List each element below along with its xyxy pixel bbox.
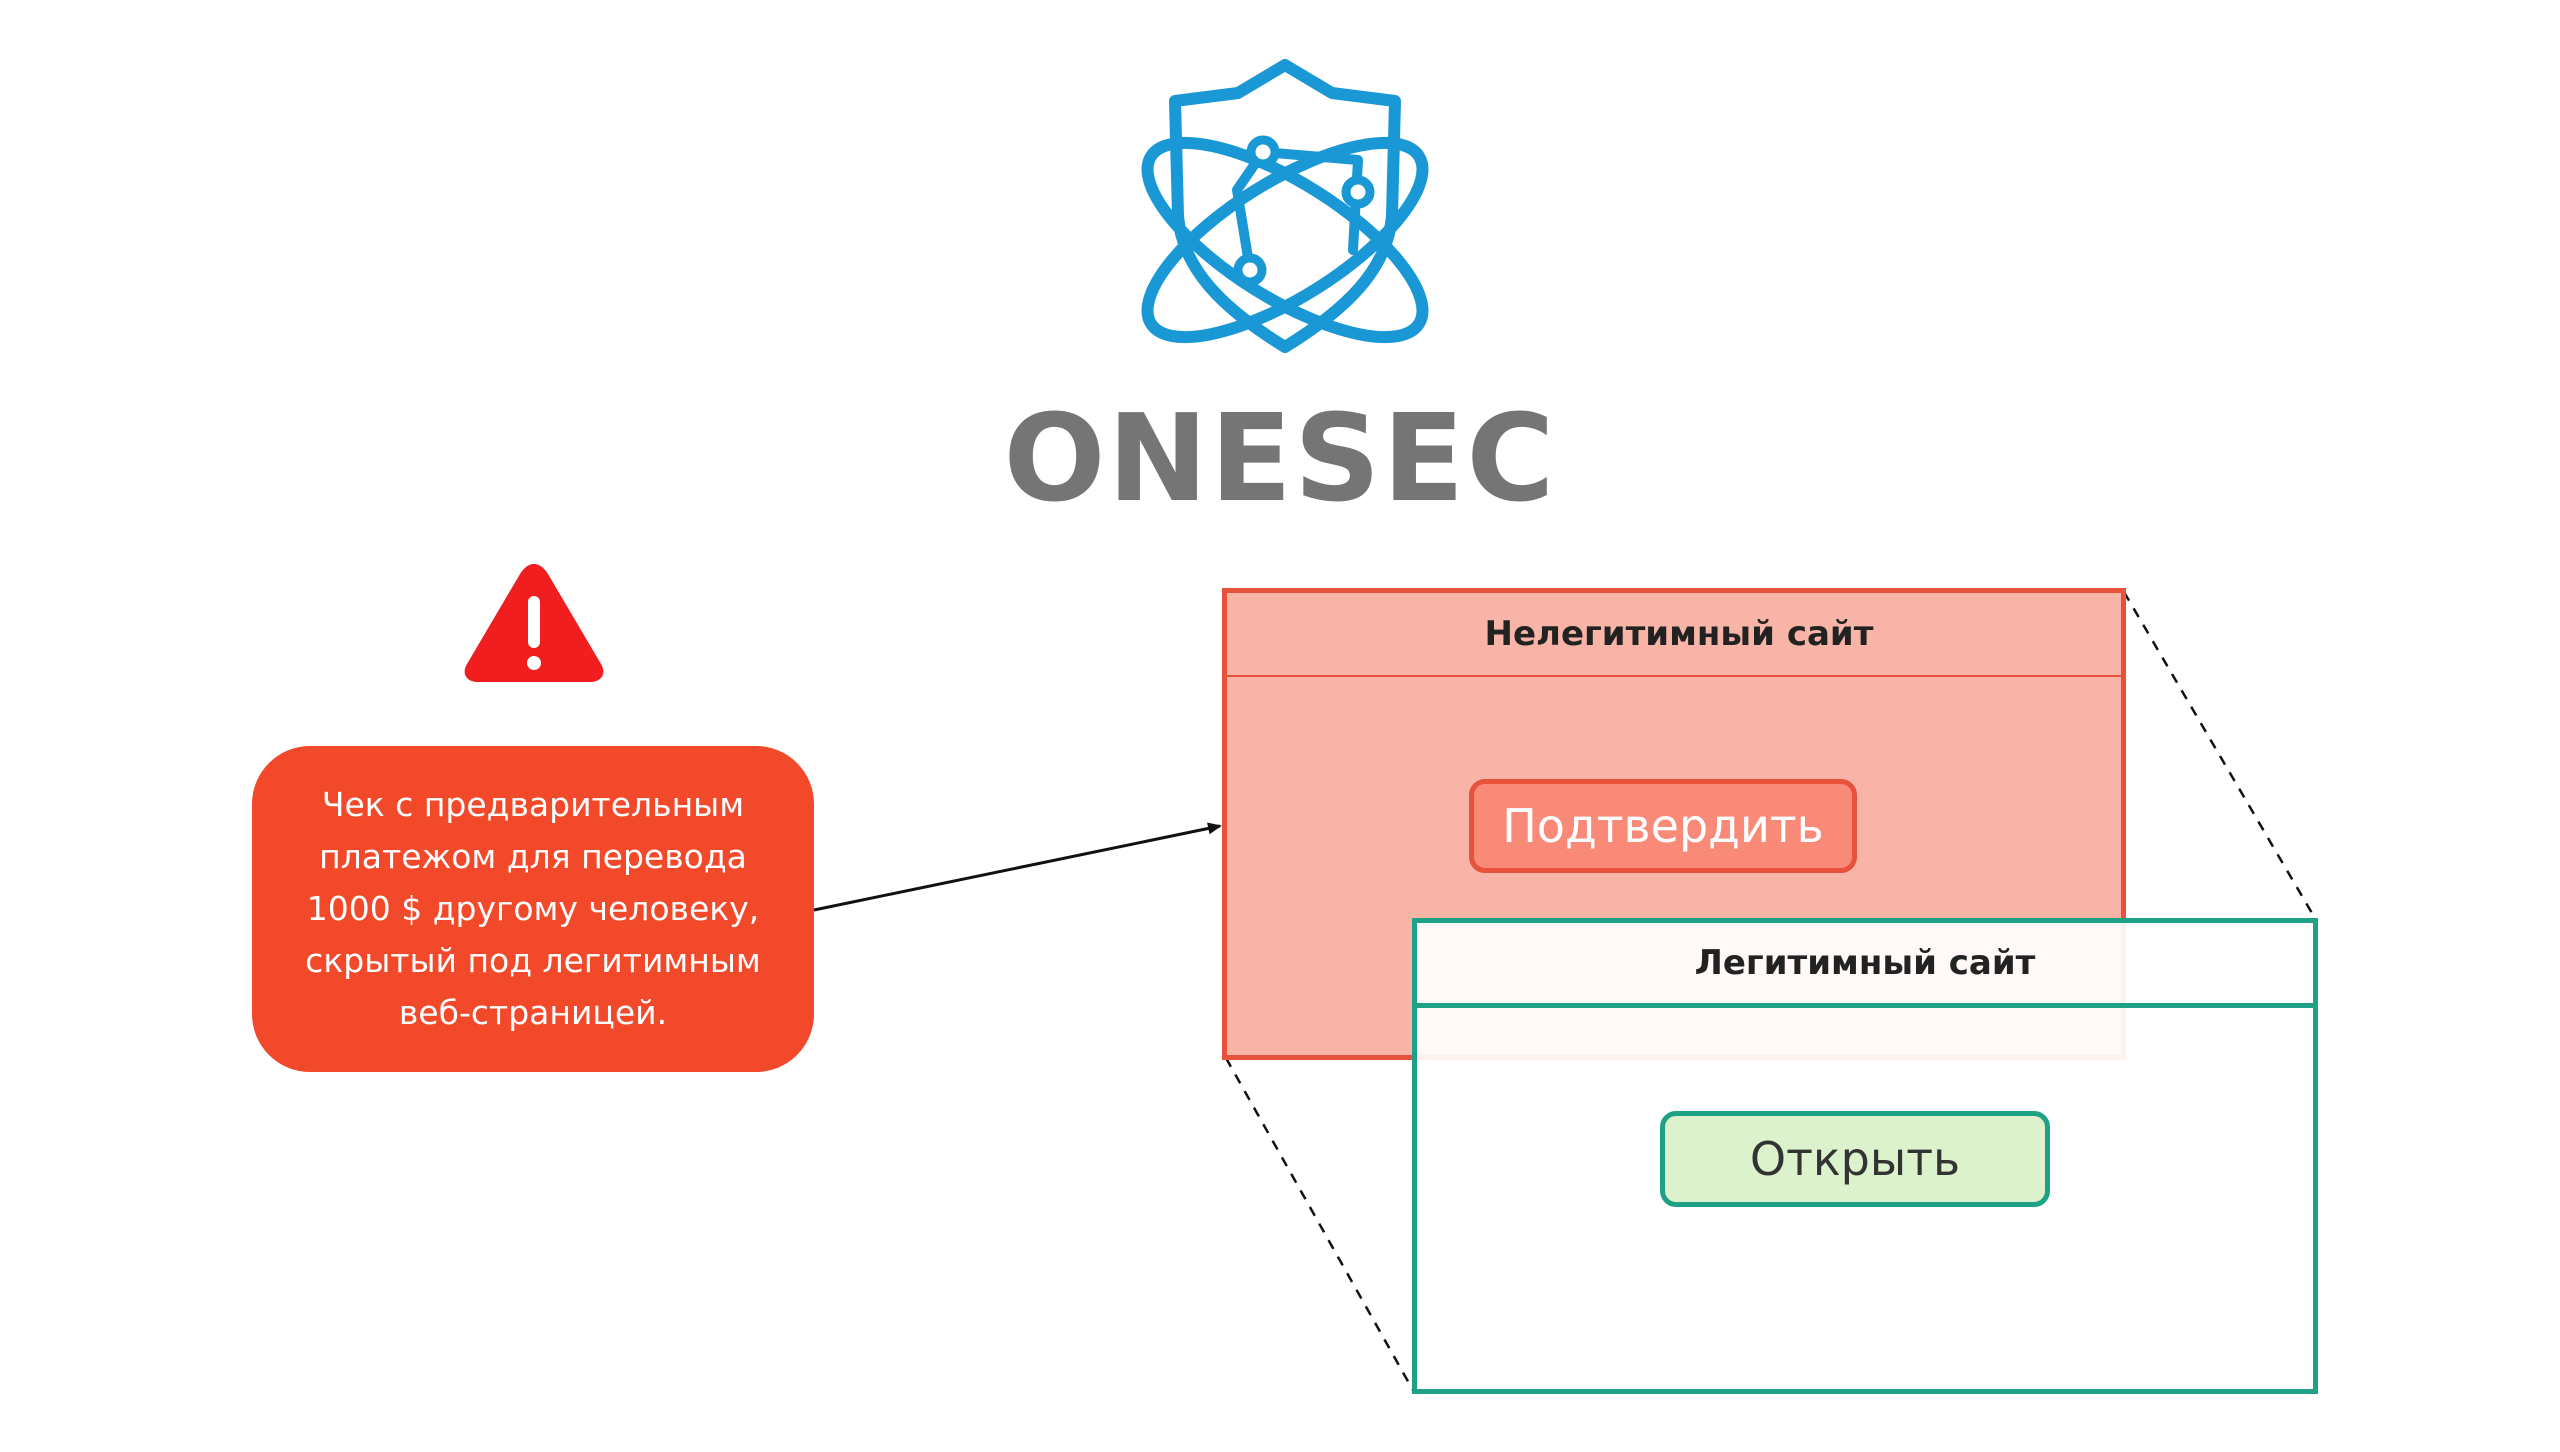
confirm-button[interactable]: Подтвердить bbox=[1469, 779, 1857, 873]
legitimate-site-title: Легитимный сайт bbox=[1417, 923, 2313, 1008]
warning-triangle-icon bbox=[460, 558, 608, 686]
scam-description-callout: Чек с предварительным платежом для перев… bbox=[252, 746, 814, 1072]
perspective-line-bottom-left bbox=[1224, 1057, 1416, 1393]
illegitimate-site-title: Нелегитимный сайт bbox=[1227, 593, 2121, 677]
perspective-line-top-right bbox=[2122, 591, 2318, 921]
callout-text: Чек с предварительным платежом для перев… bbox=[305, 785, 761, 1032]
shield-orbit-circuit-logo bbox=[1120, 55, 1450, 355]
illegitimate-site-window: Нелегитимный сайт Подтвердить bbox=[1222, 588, 2126, 1060]
legitimate-site-window: Легитимный сайт Открыть bbox=[1412, 918, 2318, 1394]
arrow-line bbox=[813, 822, 1222, 912]
brand-name: ONESEC bbox=[1003, 390, 1557, 529]
open-button[interactable]: Открыть bbox=[1660, 1111, 2050, 1207]
